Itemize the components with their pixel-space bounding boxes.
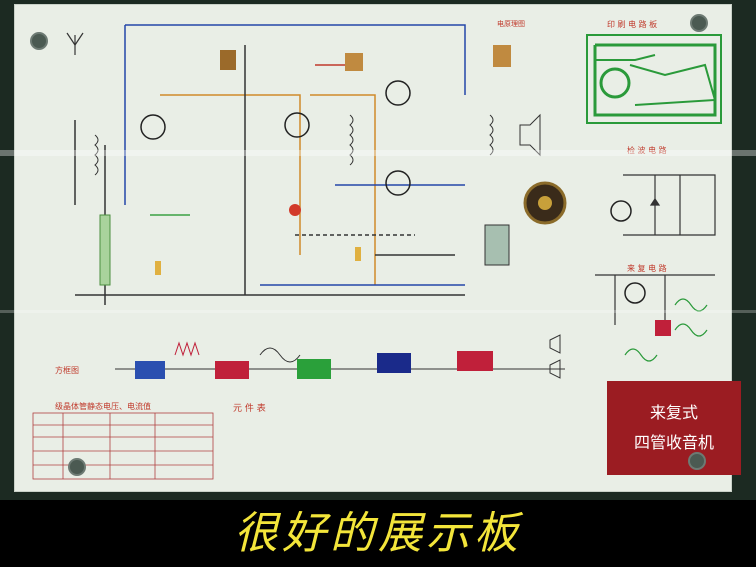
mounting-screw xyxy=(688,452,706,470)
block-diagram-label: 方框图 xyxy=(55,366,79,375)
glass-glare xyxy=(0,150,756,156)
reflex-component xyxy=(655,320,671,336)
schematic-label: 电原理图 xyxy=(497,20,525,28)
capacitor-component xyxy=(155,261,161,275)
board-title-box: 来复式 四管收音机 xyxy=(607,381,741,475)
board-title-line2: 四管收音机 xyxy=(633,433,714,452)
glass-glare xyxy=(0,310,756,313)
mounting-screw xyxy=(30,32,48,50)
photo-caption: 很好的展示板 xyxy=(234,507,522,559)
board-title-line1: 来复式 xyxy=(649,403,698,422)
mounting-screw xyxy=(690,14,708,32)
detector-label: 检 波 电 路 xyxy=(627,146,667,155)
output-transformer xyxy=(493,45,511,67)
reflex-label: 来 复 电 路 xyxy=(627,264,667,273)
pcb-layout xyxy=(586,34,722,124)
ferrite-rod xyxy=(99,214,111,286)
led-component xyxy=(289,204,301,216)
block-diagram xyxy=(115,334,565,379)
circuit-schematic xyxy=(32,24,722,480)
capacitor-component xyxy=(355,247,361,261)
reflex-circuit xyxy=(595,274,715,362)
transformer-component xyxy=(345,53,363,71)
speaker-symbol xyxy=(519,113,541,157)
display-board: 电原理图 印 刷 电 路 板 检 波 电 路 来 复 电 路 方框图 元 件 表… xyxy=(14,4,741,492)
pcb-label: 印 刷 电 路 板 xyxy=(607,20,658,29)
parts-list-label: 元 件 表 xyxy=(233,404,266,414)
voltage-table xyxy=(32,412,214,480)
mounting-screw xyxy=(68,458,86,476)
voltage-table-label: 级晶体管静态电压、电流值 xyxy=(55,402,151,411)
coil-component xyxy=(220,50,236,70)
detector-circuit xyxy=(623,174,716,236)
battery-component xyxy=(484,224,510,266)
